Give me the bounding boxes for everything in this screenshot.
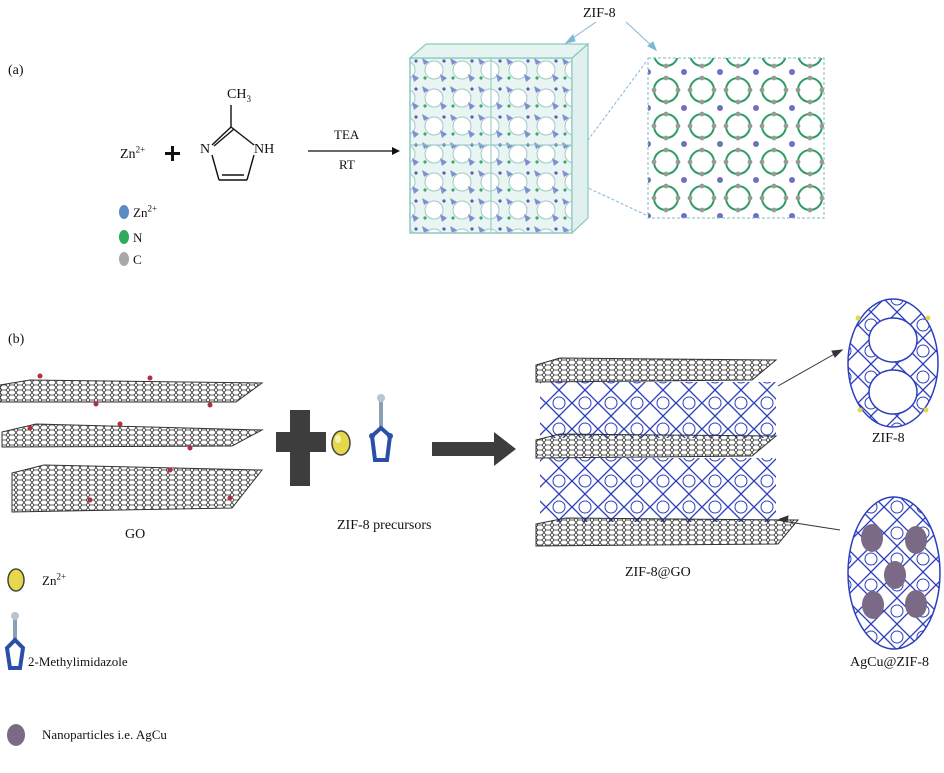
legend-b-methylimidazole: 2-Methylimidazole <box>28 654 128 669</box>
ch3-subscript: 3 <box>246 93 251 104</box>
legend-a-n: N <box>133 230 143 245</box>
nanoparticle-legend-icon <box>7 724 25 746</box>
zif8-go-label: ZIF-8@GO <box>625 565 691 580</box>
legend-b-zn: Zn2+ <box>42 571 67 589</box>
legend-b-zn-sup: 2+ <box>56 571 67 582</box>
arrow-bottom-label: RT <box>339 157 355 172</box>
zif8-top-label: ZIF-8 <box>583 6 616 21</box>
plus-sign-a <box>165 146 180 161</box>
composite-pointer-arrows <box>775 349 844 531</box>
zn-reactant-label: Zn2+ <box>120 145 145 162</box>
zn-legend-dot-a <box>119 205 129 219</box>
legend-a-c: C <box>133 252 142 267</box>
zif8-cage-b-image <box>847 298 939 428</box>
go-sheets-image <box>0 373 264 513</box>
arrow-top-label: TEA <box>334 127 360 142</box>
legend-a-zn: Zn2+ <box>133 203 158 221</box>
zif8-cage-image <box>647 57 825 219</box>
zn-legend-sphere-b <box>7 568 25 592</box>
panel-b-label: (b) <box>8 332 25 347</box>
methylimidazole-structure <box>211 105 255 181</box>
precursors-label: ZIF-8 precursors <box>337 518 432 533</box>
zn-precursor-sphere <box>331 430 351 456</box>
legend-a-zn-sup: 2+ <box>147 203 158 214</box>
agcu-zif8-label: AgCu@ZIF-8 <box>850 655 930 670</box>
c-legend-dot-a <box>119 252 129 266</box>
zif8-cage-label: ZIF-8 <box>872 431 905 446</box>
ch3-text: CH <box>227 87 247 102</box>
n-legend-dot-a <box>119 230 129 244</box>
panel-a-label: (a) <box>8 63 24 78</box>
zn-reactant-charge: 2+ <box>135 144 146 155</box>
ch3-label: CH3 <box>227 88 251 104</box>
legend-b-nanoparticles: Nanoparticles i.e. AgCu <box>42 727 167 742</box>
zif8-pointer-arrows <box>564 21 657 216</box>
synthesis-arrow <box>432 432 516 466</box>
ring-nh-label: NH <box>254 142 275 157</box>
methylimidazole-precursor <box>369 394 393 462</box>
legend-b-zn-text: Zn <box>42 573 57 588</box>
agcu-zif8-cage-image <box>847 496 941 650</box>
methylimidazole-legend-icon <box>4 612 26 670</box>
reaction-arrow <box>308 147 400 155</box>
ring-n-label: N <box>200 142 211 157</box>
plus-sign-b <box>276 410 326 486</box>
zif8-go-composite-image <box>535 357 800 547</box>
legend-a-zn-text: Zn <box>133 205 148 220</box>
zn-reactant-text: Zn <box>120 147 136 162</box>
go-label: GO <box>125 527 146 542</box>
zif8-unit-cell-image <box>408 42 590 235</box>
